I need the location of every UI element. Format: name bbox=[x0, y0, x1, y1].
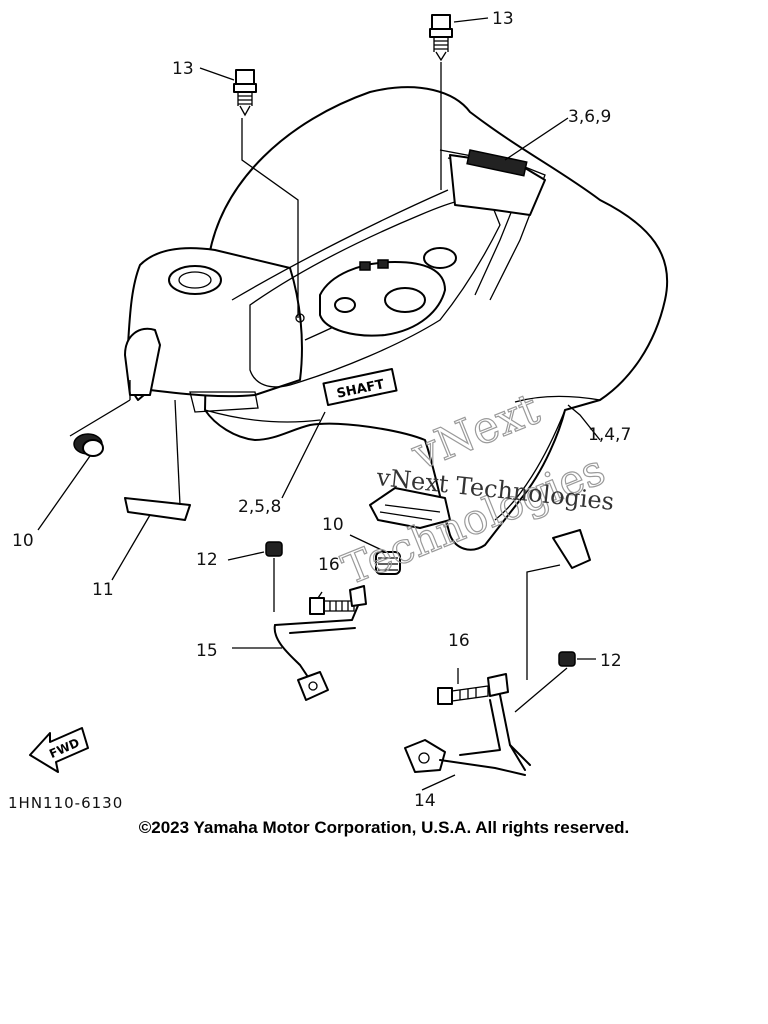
callout-1-4-7: 1,4,7 bbox=[588, 425, 631, 445]
grommet-10-left bbox=[73, 433, 104, 457]
bracket-15 bbox=[273, 585, 367, 701]
forward-arrow-icon: FWD bbox=[29, 727, 89, 773]
callout-16-upper: 16 bbox=[318, 555, 340, 575]
copyright-notice: ©2023 Yamaha Motor Corporation, U.S.A. A… bbox=[138, 818, 630, 837]
callout-15: 15 bbox=[196, 641, 218, 661]
callout-2-5-8: 2,5,8 bbox=[238, 497, 281, 517]
leader-lines bbox=[37, 17, 601, 791]
callout-12-right: 12 bbox=[600, 651, 622, 671]
pad-11 bbox=[124, 497, 191, 521]
bolt-13-right bbox=[429, 14, 453, 62]
callout-12-left: 12 bbox=[196, 550, 218, 570]
callout-10-center: 10 bbox=[322, 515, 344, 535]
callout-14: 14 bbox=[414, 791, 436, 811]
rear-fender: SHAFT bbox=[124, 86, 669, 551]
bolt-16-upper bbox=[309, 597, 355, 615]
callout-10-left: 10 bbox=[12, 531, 34, 551]
callout-13-left: 13 bbox=[172, 59, 194, 79]
nut-12-right bbox=[558, 651, 576, 667]
callout-16-lower: 16 bbox=[448, 631, 470, 651]
nut-12-left bbox=[265, 541, 283, 557]
grommet-10-center bbox=[375, 551, 401, 575]
callout-3-6-9: 3,6,9 bbox=[568, 107, 611, 127]
bracket-14 bbox=[404, 673, 531, 776]
drawing-code: 1HN110-6130 bbox=[8, 794, 123, 812]
bolt-13-left bbox=[233, 69, 257, 117]
bolt-16-lower bbox=[437, 685, 489, 705]
fender-stay-bracket bbox=[552, 529, 591, 569]
callout-13-right: 13 bbox=[492, 9, 514, 29]
callout-11: 11 bbox=[92, 580, 114, 600]
